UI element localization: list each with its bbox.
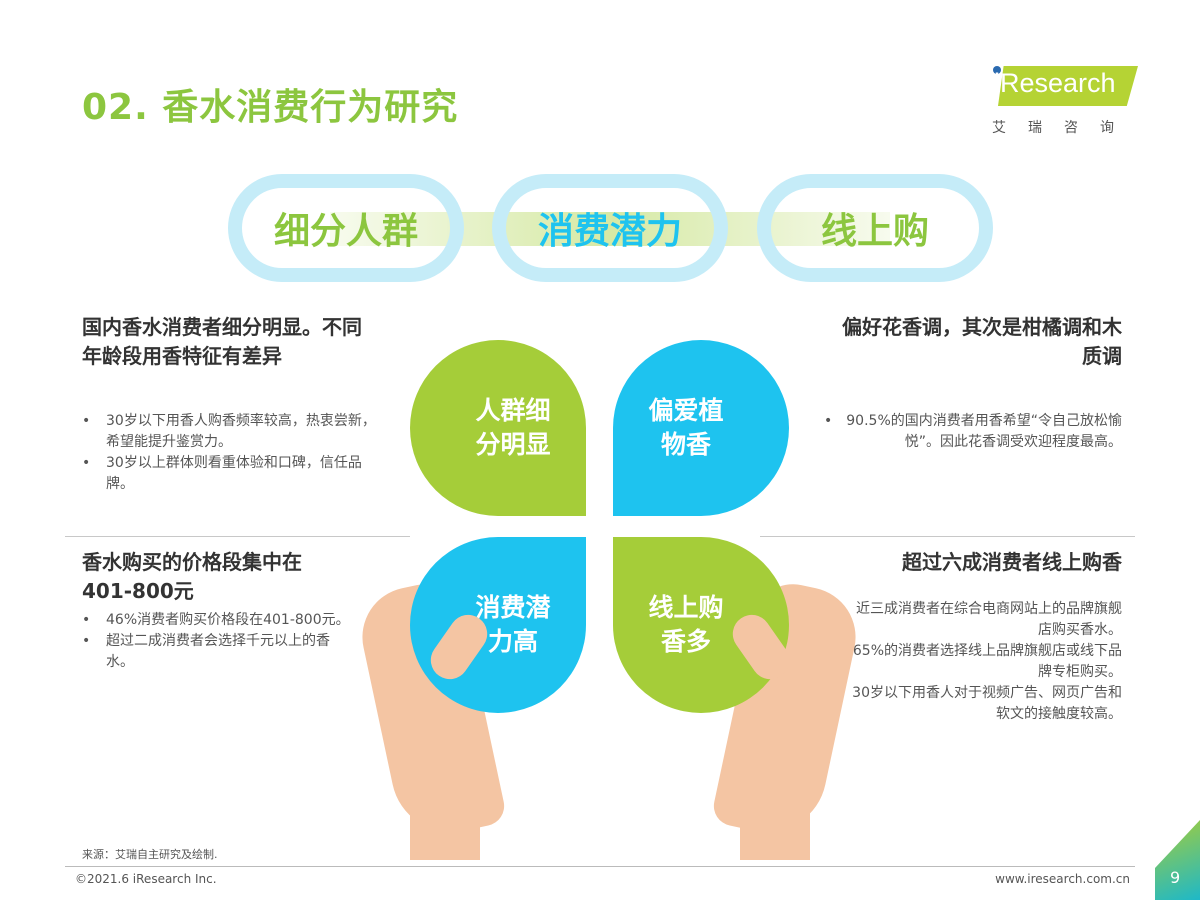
section-price: 香水购买的价格段集中在401-800元 46%消费者购买价格段在401-800元… bbox=[82, 548, 352, 673]
keyword-potential: 消费潜力 bbox=[492, 174, 728, 282]
section-heading: 偏好花香调，其次是柑橘调和木质调 bbox=[842, 315, 1122, 368]
keyword-online: 线上购 bbox=[757, 174, 993, 282]
iresearch-logo: iResearch 艾瑞咨询 bbox=[992, 66, 1138, 136]
section-segmentation: 国内香水消费者细分明显。不同年龄段用香特征有差异 30岁以下用香人购香频率较高，… bbox=[82, 313, 382, 495]
bullet: 30岁以上群体则看重体验和口碑，信任品牌。 bbox=[82, 453, 382, 495]
section-heading: 超过六成消费者线上购香 bbox=[902, 550, 1122, 574]
page-number: 9 bbox=[1170, 868, 1181, 887]
bullet: 30岁以下用香人对于视频广告、网页广告和软文的接触度较高。 bbox=[820, 683, 1122, 725]
section-heading: 国内香水消费者细分明显。不同年龄段用香特征有差异 bbox=[82, 315, 362, 368]
left-wrist-illustration bbox=[410, 760, 480, 860]
copyright: ©2021.6 iResearch Inc. bbox=[75, 872, 217, 886]
website-link[interactable]: www.iresearch.com.cn bbox=[995, 872, 1130, 886]
keyword-segment: 细分人群 bbox=[228, 174, 464, 282]
divider bbox=[65, 536, 410, 537]
right-wrist-illustration bbox=[740, 760, 810, 860]
footer-divider bbox=[65, 866, 1135, 867]
section-heading: 香水购买的价格段集中在401-800元 bbox=[82, 550, 302, 603]
bullet: 30岁以下用香人购香频率较高，热衷尝新，希望能提升鉴赏力。 bbox=[82, 411, 382, 453]
page-title: 02. 香水消费行为研究 bbox=[82, 87, 459, 128]
section-online: 超过六成消费者线上购香 近三成消费者在综合电商网站上的品牌旗舰店购买香水。 65… bbox=[820, 548, 1122, 725]
source-note: 来源：艾瑞自主研究及绘制. bbox=[82, 848, 218, 861]
petal-segmentation: 人群细分明显 bbox=[410, 340, 586, 516]
petal-plant-scent: 偏爱植物香 bbox=[613, 340, 789, 516]
bullet: 近三成消费者在综合电商网站上的品牌旗舰店购买香水。 bbox=[820, 599, 1122, 641]
section-scent-preference: 偏好花香调，其次是柑橘调和木质调 90.5%的国内消费者用香希望“令自己放松愉悦… bbox=[820, 313, 1122, 453]
divider bbox=[760, 536, 1135, 537]
bullet: 65%的消费者选择线上品牌旗舰店或线下品牌专柜购买。 bbox=[820, 641, 1122, 683]
bullet: 90.5%的国内消费者用香希望“令自己放松愉悦”。因此花香调受欢迎程度最高。 bbox=[820, 411, 1122, 453]
corner-decoration bbox=[1155, 820, 1200, 900]
petal-consumption-potential: 消费潜力高 bbox=[410, 537, 586, 713]
bullet: 超过二成消费者会选择千元以上的香水。 bbox=[82, 631, 352, 673]
bullet: 46%消费者购买价格段在401-800元。 bbox=[82, 610, 352, 631]
